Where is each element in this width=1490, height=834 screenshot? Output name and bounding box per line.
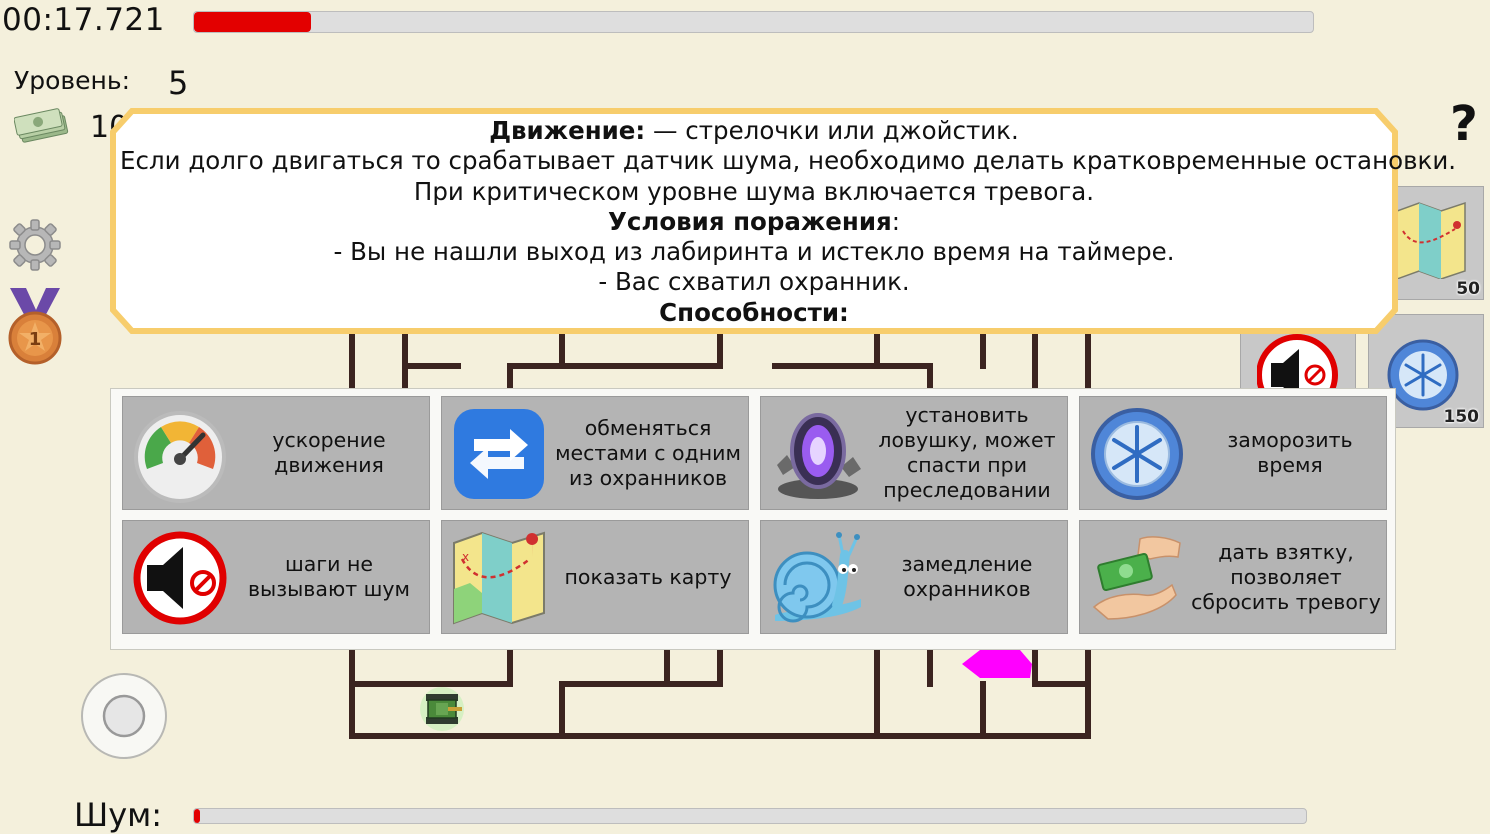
mute-speaker-icon <box>1257 334 1338 393</box>
defeat-colon: : <box>891 206 901 236</box>
ability-trap-label: установить ловушку, может спасти при пре… <box>878 403 1056 502</box>
timer-bar <box>193 11 1314 33</box>
noise-bar-fill <box>194 809 200 823</box>
ability-slow-label: замедление охранников <box>901 552 1033 601</box>
noise-rule: Если долго двигаться то срабатывает датч… <box>120 146 1457 176</box>
rules-dialog-frame <box>110 108 1398 334</box>
ability-freeze-card[interactable]: заморозить время <box>1079 396 1387 510</box>
ability-map-label: показать карту <box>564 564 732 589</box>
bribe-money-icon <box>1092 536 1181 620</box>
snail-icon <box>773 532 861 623</box>
ability-speed-card[interactable]: ускорение движения <box>122 396 430 510</box>
defeat-condition-timer: - Вы не нашли выход из лабиринта и истек… <box>333 237 1175 267</box>
ability-trap-card[interactable]: установить ловушку, может спасти при пре… <box>760 396 1068 510</box>
timer-bar-fill <box>194 12 312 32</box>
player-tank-icon <box>420 687 464 731</box>
map-price: 50 <box>1456 279 1480 299</box>
map-icon <box>1396 201 1466 279</box>
noise-bar <box>193 808 1307 824</box>
snowflake-coin-icon <box>1387 339 1459 411</box>
ability-bribe-label: дать взятку, позволяет сбросить тревогу <box>1191 539 1381 614</box>
svg-text:1: 1 <box>29 329 42 350</box>
ability-silent-label: шаги не вызывают шум <box>247 552 411 601</box>
defeat-condition-guard: - Вас схватил охранник. <box>598 267 910 297</box>
money-icon <box>14 108 69 143</box>
freeze-price: 150 <box>1443 407 1480 427</box>
mute-speaker-icon <box>133 531 227 625</box>
portal-trap-icon <box>777 413 861 499</box>
movement-text: — стрелочки или джойстик. <box>645 116 1019 145</box>
noise-label: Шум: <box>74 796 163 834</box>
swap-arrows-icon <box>454 409 544 499</box>
ability-map-card[interactable]: x показать карту <box>441 520 749 634</box>
ability-slow-card[interactable]: замедление охранников <box>760 520 1068 634</box>
ability-freeze-label: заморозить время <box>1227 428 1353 477</box>
defeat-title: Условия поражения <box>607 206 892 236</box>
snowflake-coin-icon <box>1091 408 1183 500</box>
movement-title: Движение: <box>489 116 646 145</box>
svg-text:x: x <box>462 550 469 564</box>
ability-swap-label: обменяться местами с одним из охранников <box>555 415 741 490</box>
ability-silent-card[interactable]: шаги не вызывают шум <box>122 520 430 634</box>
abilities-title: Способности: <box>659 297 849 327</box>
map-shop-item[interactable]: 50 <box>1388 186 1484 300</box>
speedometer-icon <box>134 411 226 503</box>
map-icon: x <box>453 531 545 625</box>
gear-icon[interactable] <box>8 218 62 272</box>
rules-dialog: Движение: — стрелочки или джойстик. Если… <box>110 108 1457 334</box>
level-label: Уровень: <box>14 66 131 95</box>
help-icon[interactable]: ? <box>1450 96 1478 152</box>
rules-text: Движение: — стрелочки или джойстик. Если… <box>120 116 1457 328</box>
medal-icon[interactable]: 1 <box>6 288 64 368</box>
joystick[interactable] <box>80 672 168 760</box>
alarm-rule: При критическом уровне шума включается т… <box>413 176 1095 206</box>
ability-bribe-card[interactable]: дать взятку, позволяет сбросить тревогу <box>1079 520 1387 634</box>
ability-speed-label: ускорение движения <box>272 428 386 477</box>
level-value: 5 <box>168 64 189 102</box>
abilities-panel: ускорение движения обменяться местами с … <box>110 388 1396 650</box>
timer: 00:17.721 <box>2 2 165 38</box>
ability-swap-card[interactable]: обменяться местами с одним из охранников <box>441 396 749 510</box>
guard-marker <box>962 650 1032 678</box>
